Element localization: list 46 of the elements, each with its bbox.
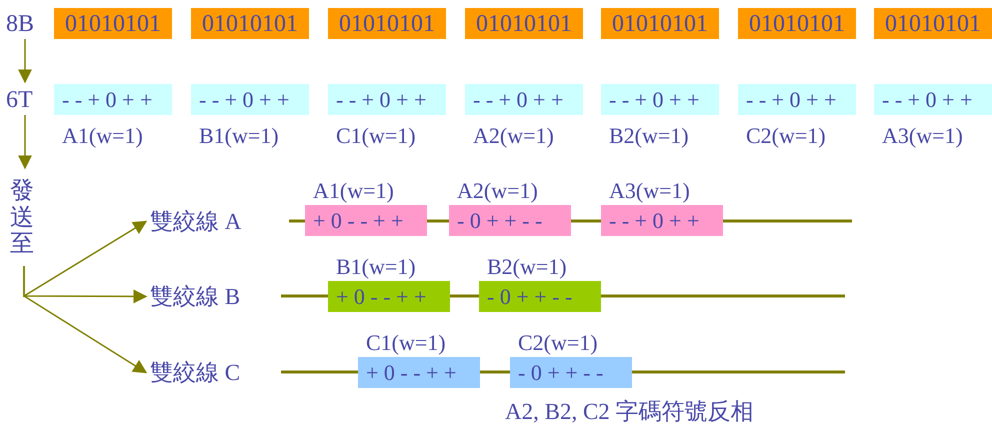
box-caption: C2(w=1) (518, 332, 598, 354)
symbol-box: - - + 0 + + (874, 84, 992, 115)
box-caption: A2(w=1) (473, 125, 554, 147)
arrow (18, 39, 32, 84)
box-caption: A2(w=1) (457, 180, 538, 202)
symbol-box: - - + 0 + + (328, 84, 446, 115)
box-caption: B1(w=1) (199, 125, 279, 147)
vertical-label: 發送至 (10, 170, 38, 266)
symbol-box: - - + 0 + + (738, 84, 856, 115)
box-caption: A1(w=1) (62, 125, 143, 147)
channel-label: 雙絞線 A (150, 206, 270, 237)
byte-box: 01010101 (54, 8, 172, 39)
channel-label: 雙絞線 C (150, 357, 274, 388)
symbol-box: + 0 - - + + (305, 205, 427, 236)
box-caption: A3(w=1) (609, 180, 690, 202)
box-caption: A1(w=1) (313, 180, 394, 202)
byte-box: 01010101 (465, 8, 583, 39)
symbol-box: - - + 0 + + (601, 84, 719, 115)
symbol-box: - - + 0 + + (601, 205, 723, 236)
box-caption: B2(w=1) (609, 125, 689, 147)
symbol-box: - 0 + + - - (510, 357, 632, 388)
note-text: A2, B2, C2 字碼符號反相 (505, 400, 754, 423)
arrow (18, 115, 32, 170)
box-caption: C2(w=1) (746, 125, 826, 147)
row-label: 6T (6, 84, 44, 115)
box-caption: C1(w=1) (336, 125, 416, 147)
byte-box: 01010101 (738, 8, 856, 39)
byte-box: 01010101 (601, 8, 719, 39)
symbol-box: - 0 + + - - (449, 205, 571, 236)
box-caption: B2(w=1) (487, 256, 567, 278)
channel-label: 雙絞線 B (150, 281, 270, 312)
symbol-box: - - + 0 + + (465, 84, 583, 115)
row-label: 8B (6, 8, 44, 39)
symbol-box: - 0 + + - - (479, 281, 601, 312)
byte-box: 01010101 (328, 8, 446, 39)
arrow (23, 266, 148, 374)
arrow (23, 220, 148, 298)
byte-box: 01010101 (191, 8, 309, 39)
symbol-box: + 0 - - + + (358, 357, 480, 388)
box-caption: C1(w=1) (366, 332, 446, 354)
symbol-box: + 0 - - + + (328, 281, 450, 312)
box-caption: A3(w=1) (882, 125, 963, 147)
byte-box: 01010101 (874, 8, 992, 39)
box-caption: B1(w=1) (336, 256, 416, 278)
symbol-box: - - + 0 + + (191, 84, 309, 115)
symbol-box: - - + 0 + + (54, 84, 172, 115)
